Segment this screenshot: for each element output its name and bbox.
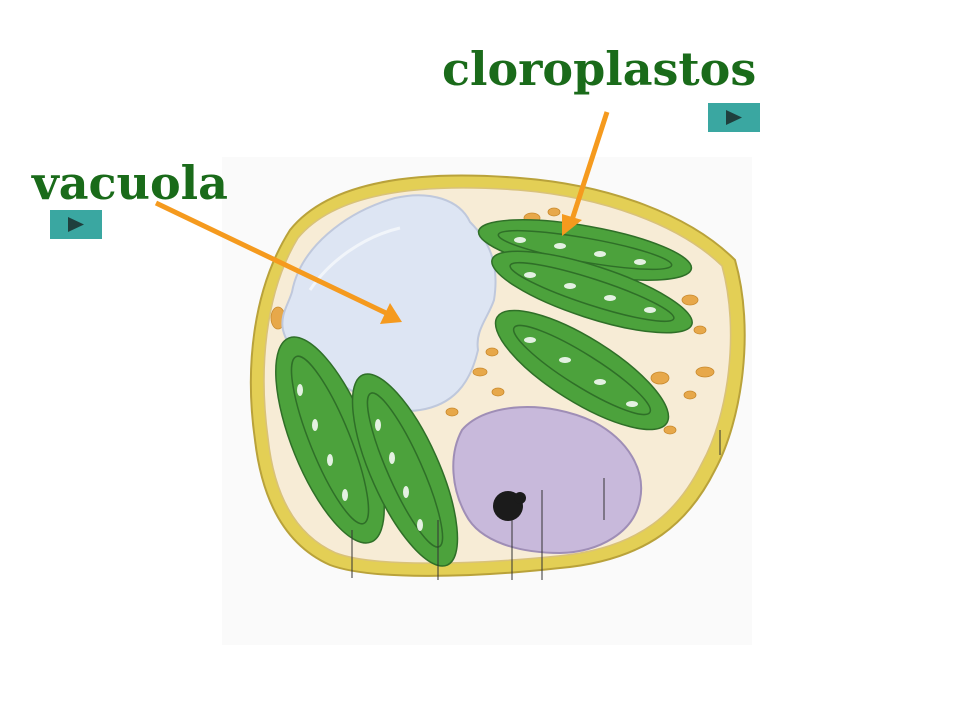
label-vacuola: vacuola [32, 156, 228, 210]
cloroplastos-play-button[interactable] [708, 103, 760, 132]
chloroplast [491, 250, 693, 334]
label-cloroplastos: cloroplastos [442, 42, 757, 96]
guide-lines [351, 430, 721, 580]
chloroplast [494, 309, 670, 431]
grana [297, 237, 656, 531]
play-triangle-icon [726, 110, 742, 125]
play-triangle-icon [68, 217, 84, 232]
vacuola-play-button[interactable] [50, 210, 102, 239]
arrow-cloroplastos [562, 111, 610, 236]
arrow-vacuola [154, 200, 402, 324]
